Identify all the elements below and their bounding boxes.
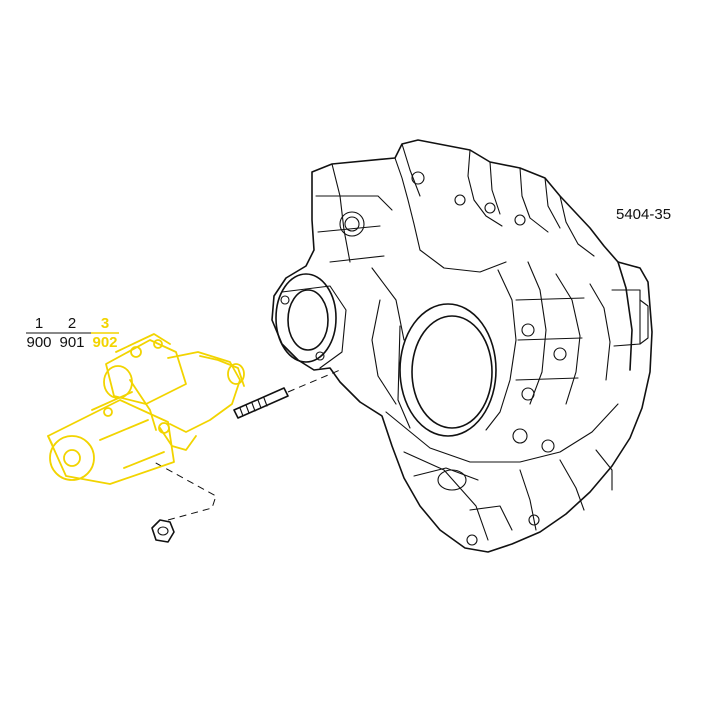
nut[interactable]	[151, 461, 217, 543]
callout-2-part: 901	[59, 334, 84, 351]
callout-1-part: 900	[26, 334, 51, 351]
callout-3[interactable]: 3 902	[91, 315, 119, 351]
flywheel-housing[interactable]	[271, 139, 653, 553]
starter-motor[interactable]	[47, 333, 245, 485]
starter-barrel	[47, 399, 175, 485]
callout-1-item: 1	[35, 315, 43, 332]
reference-code: 5404-35	[616, 206, 671, 223]
callout-2-item: 2	[68, 315, 76, 332]
callout-3-part: 902	[92, 334, 117, 351]
stud[interactable]	[233, 369, 341, 419]
callout-3-item: 3	[101, 315, 109, 332]
callout-1: 1 900	[26, 315, 52, 351]
callout-2: 2 901	[58, 315, 86, 351]
